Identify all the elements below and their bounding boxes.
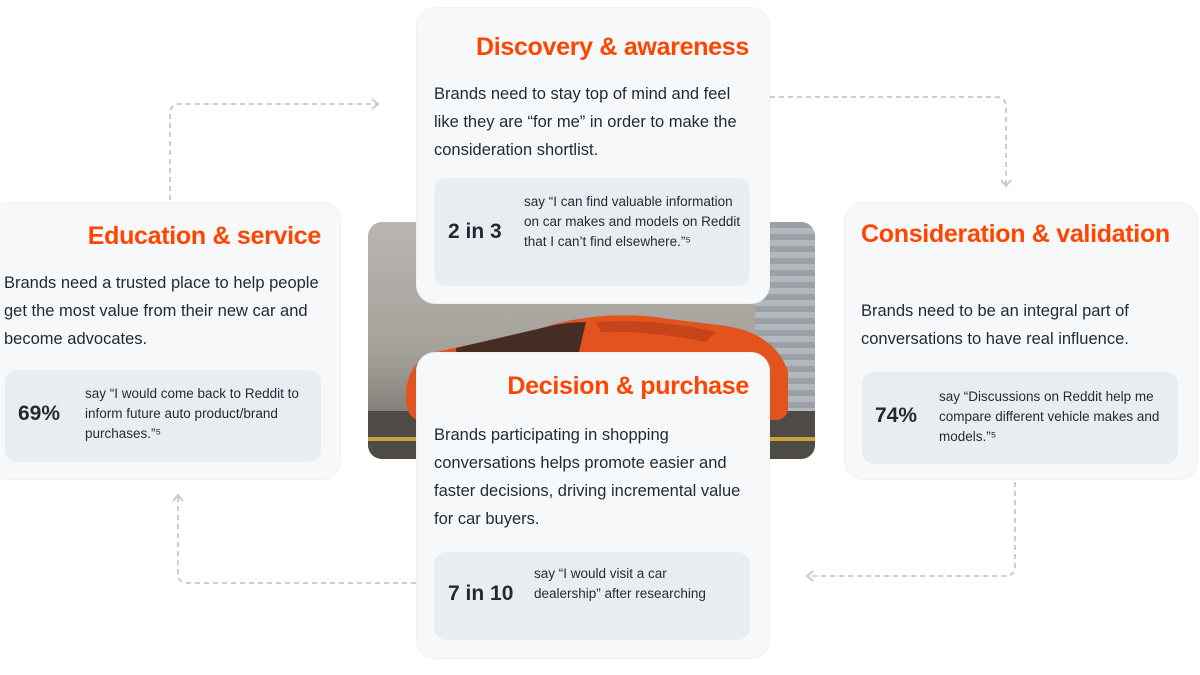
card-description: Brands need to stay top of mind and feel…: [434, 85, 737, 159]
stat-box: 74% say “Discussions on Reddit help me c…: [862, 372, 1178, 464]
stat-quote: say “I can find valuable information on …: [524, 194, 741, 249]
card-title: Consideration & validation: [861, 220, 1170, 248]
education-service-card: Education & service Brands need a truste…: [0, 203, 340, 479]
stat-box: 2 in 3 say “I can find valuable informat…: [434, 178, 750, 286]
arrow-consideration-to-decision: [805, 482, 1016, 582]
stat-value: 74%: [875, 404, 918, 427]
arrow-decision-to-education: [172, 493, 416, 584]
arrow-discovery-to-consideration: [770, 96, 1012, 188]
stat-value: 69%: [18, 402, 61, 425]
discovery-awareness-card: Discovery & awareness Brands need to sta…: [417, 8, 769, 303]
card-description: Brands participating in shopping convers…: [434, 426, 741, 528]
consideration-validation-card: Consideration & validation Brands need t…: [845, 203, 1197, 479]
card-title: Discovery & awareness: [475, 33, 749, 61]
arrow-education-to-discovery: [169, 98, 380, 200]
stat-value: 2 in 3: [448, 220, 502, 243]
stat-box: 7 in 10 say “I would visit a car dealers…: [434, 552, 750, 640]
card-title: Decision & purchase: [507, 372, 749, 400]
card-title: Education & service: [87, 222, 322, 250]
stat-quote: say “I would visit a car dealership” aft…: [534, 566, 706, 601]
stat-value: 7 in 10: [448, 582, 514, 605]
stat-box: 69% say “I would come back to Reddit to …: [5, 370, 321, 462]
stat-quote: say “Discussions on Reddit help me compa…: [939, 389, 1160, 444]
stat-quote: say “I would come back to Reddit to info…: [85, 386, 299, 441]
card-description: Brands need to be an integral part of co…: [861, 302, 1129, 348]
card-description: Brands need a trusted place to help peop…: [4, 274, 319, 348]
decision-purchase-card: Decision & purchase Brands participating…: [417, 353, 769, 658]
